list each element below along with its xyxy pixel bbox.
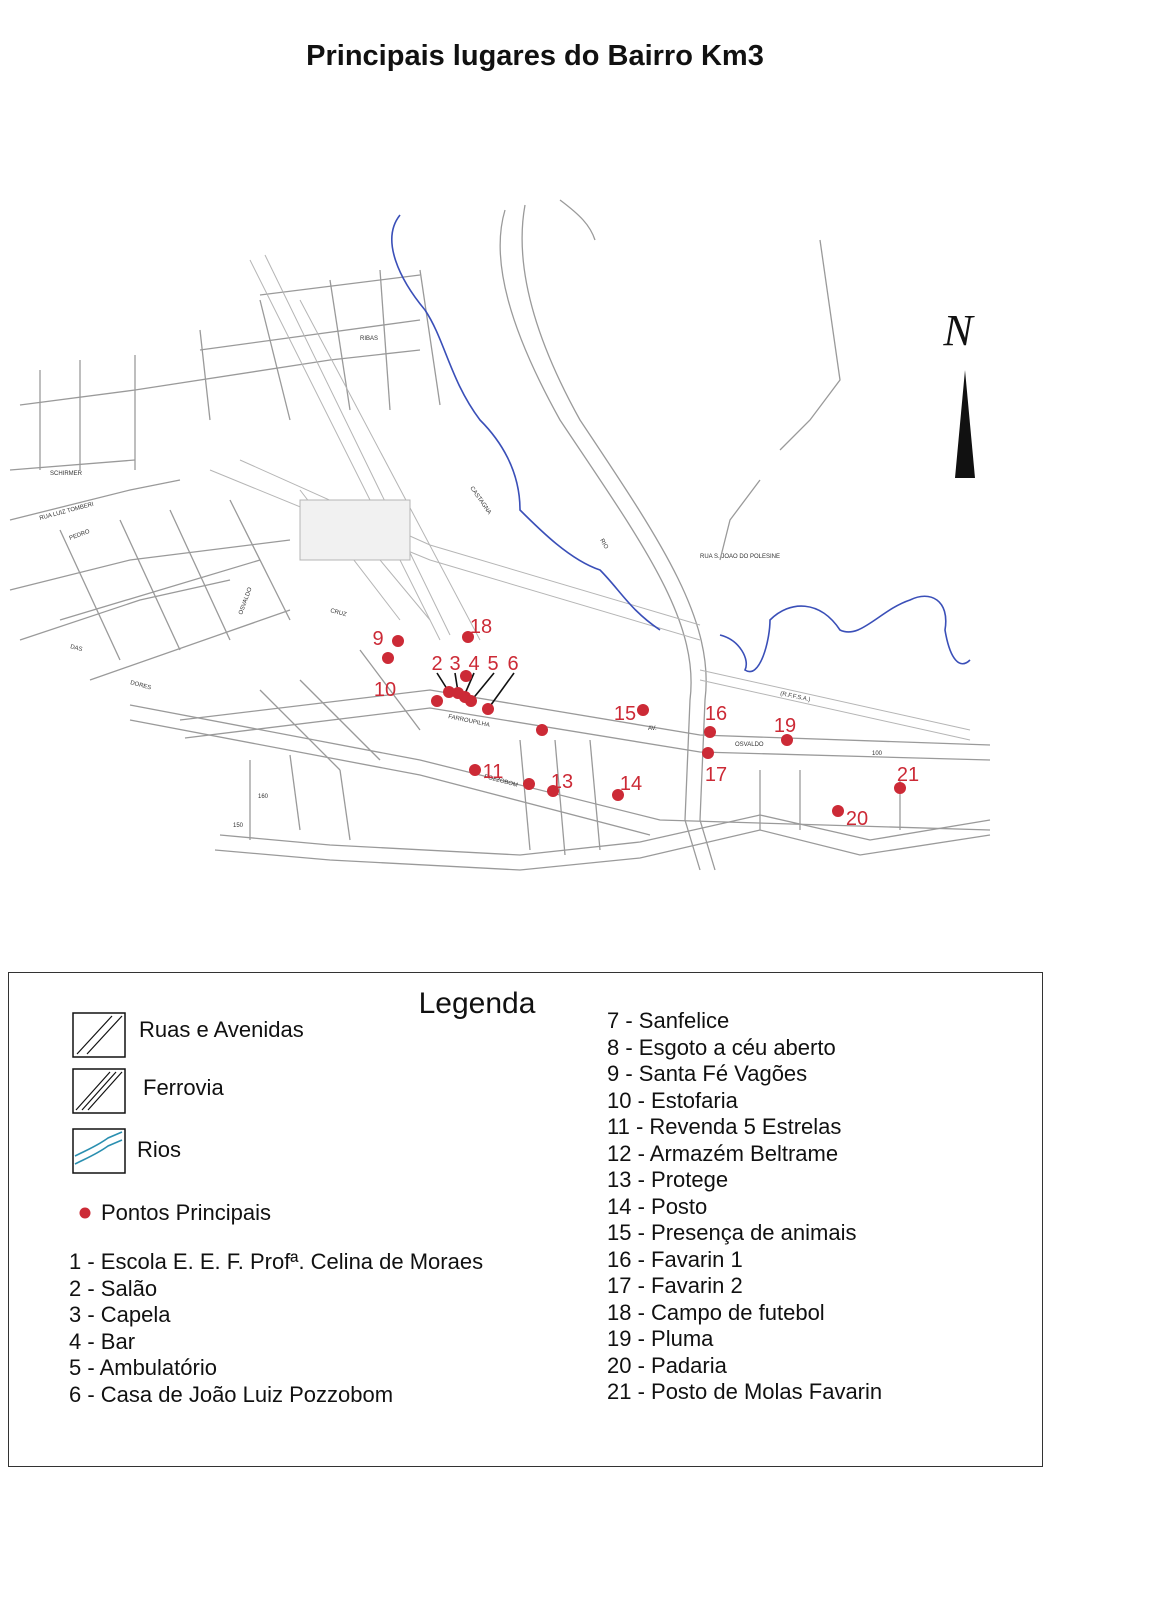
streets-symbol-icon — [72, 1012, 126, 1058]
point-label-13: 13 — [551, 771, 573, 793]
street-label-castagna: CASTAGNA — [468, 486, 492, 516]
legend-item: 20 - Padaria — [607, 1352, 727, 1378]
legend-item: 11 - Revenda 5 Estrelas — [607, 1114, 842, 1139]
legend-item: 10 - Estofaria — [607, 1087, 738, 1113]
street-label-osvaldo-w: OSVALDO — [238, 586, 254, 615]
legend-item: 16 - Favarin 1 — [607, 1246, 743, 1272]
point-label-10: 10 — [374, 679, 396, 701]
legend-label-ruas: Ruas e Avenidas — [139, 1017, 304, 1042]
point-label-14: 14 — [620, 773, 642, 795]
street-label-150: 150 — [233, 823, 244, 829]
point-label-19: 19 — [774, 715, 796, 737]
point-marker[interactable] — [523, 778, 535, 790]
legend-list-left: 1 - Escola E. E. F. Profª. Celina de Mor… — [69, 1249, 483, 1408]
street-labels: RIO CASTAGNA CRUZ OSVALDO OSVALDO AV. (R… — [39, 336, 883, 829]
neighborhood-map[interactable]: N RIO CASTAGNA CRUZ OSVALDO OSVALDO AV. … — [0, 190, 1155, 890]
street-label-160: 160 — [258, 794, 269, 800]
street-label-pedro: PEDRO — [69, 529, 91, 542]
point-label-6: 6 — [507, 653, 518, 675]
street-label-dores: DORES — [129, 680, 151, 691]
legend-item: 5 - Ambulatório — [69, 1355, 217, 1380]
street-label-cruz: CRUZ — [329, 608, 347, 618]
point-marker-17[interactable]: Favarin 2 — [702, 747, 714, 759]
point-marker-5[interactable]: Ambulatório — [465, 695, 477, 707]
legend-label-pontos: Pontos Principais — [101, 1200, 271, 1225]
legend-list-right: 7 - Sanfelice 8 - Esgoto a céu aberto 9 … — [607, 1008, 882, 1406]
street-label-ribas: RIBAS — [360, 336, 378, 342]
legend-item: 12 - Armazém Beltrame — [607, 1140, 839, 1166]
railway — [209, 254, 971, 741]
legend-item: 2 - Salão — [69, 1275, 158, 1301]
railway-symbol-icon — [72, 1068, 126, 1114]
street-label-osvaldo: OSVALDO — [735, 742, 764, 748]
point-marker-20[interactable]: Padaria — [832, 805, 844, 817]
point-label-2: 2 — [431, 653, 442, 675]
point-marker-11[interactable]: Revenda 5 Estrelas — [469, 764, 481, 776]
point-marker[interactable] — [392, 635, 404, 647]
point-label-18: 18 — [470, 616, 492, 638]
point-label-21: 21 — [897, 764, 919, 786]
legend-item: 19 - Pluma — [607, 1326, 714, 1351]
point-label-4: 4 — [468, 653, 479, 675]
legend-item: 14 - Posto — [607, 1193, 708, 1219]
legend-box: Legenda Ruas e Avenidas Ferrovia Rios Po… — [8, 972, 1043, 1467]
north-letter: N — [942, 306, 975, 355]
legend-item: 21 - Posto de Molas Favarin — [607, 1379, 883, 1404]
legend-label-rios: Rios — [137, 1137, 182, 1162]
river — [391, 214, 971, 673]
map-title: Principais lugares do Bairro Km3 — [306, 40, 764, 72]
legend-item: 18 - Campo de futebol — [607, 1299, 825, 1325]
point-marker-13[interactable]: Protege — [547, 785, 559, 797]
street-label-rio: RIO — [598, 538, 609, 551]
river-symbol-icon — [72, 1128, 126, 1174]
legend-item: 7 - Sanfelice — [607, 1008, 730, 1033]
point-marker-18[interactable]: Campo de futebol — [462, 631, 474, 643]
legend-item: 8 - Esgoto a céu aberto — [607, 1034, 836, 1060]
legend-item: 4 - Bar — [69, 1328, 136, 1354]
point-label-3: 3 — [449, 653, 460, 675]
point-label-5: 5 — [487, 653, 498, 675]
legend-item: 3 - Capela — [69, 1302, 171, 1327]
point-marker-6[interactable]: Casa de João Luiz Pozzobom — [482, 703, 494, 715]
point-marker-19[interactable]: Pluma — [781, 734, 793, 746]
legend-item: 6 - Casa de João Luiz Pozzobom — [69, 1381, 394, 1407]
street-label-s-joao: RUA S. JOAO DO POLESINE — [700, 554, 780, 560]
point-label-15: 15 — [614, 703, 636, 725]
point-marker[interactable] — [460, 670, 472, 682]
street-label-das: DAS — [69, 644, 82, 653]
point-marker[interactable] — [536, 724, 548, 736]
point-marker-21[interactable]: Posto de Molas Favarin — [894, 782, 906, 794]
point-label-11: 11 — [483, 761, 504, 783]
street-label-schirmer: SCHIRMER — [50, 471, 83, 477]
legend-item: 1 - Escola E. E. F. Profª. Celina de Mor… — [69, 1249, 484, 1274]
legend-label-ferrovia: Ferrovia — [143, 1075, 224, 1100]
point-marker-9[interactable]: Santa Fé Vagões — [382, 652, 394, 664]
point-marker-2[interactable]: Salão — [443, 686, 455, 698]
street-label-av: AV. — [648, 726, 657, 732]
point-label-20: 20 — [846, 808, 868, 830]
point-label-16: 16 — [705, 703, 727, 725]
point-marker-16[interactable]: Favarin 1 — [704, 726, 716, 738]
point-marker-14[interactable]: Posto — [612, 789, 624, 801]
point-label-17: 17 — [705, 764, 727, 786]
point-marker-10[interactable]: Estofaria — [431, 695, 443, 707]
legend-title: Legenda — [418, 987, 536, 1020]
point-label-9: 9 — [372, 628, 383, 650]
point-marker-15[interactable]: Presença de animais — [637, 704, 649, 716]
street-network — [9, 199, 991, 871]
street-label-100: 100 — [872, 751, 883, 757]
legend-item: 17 - Favarin 2 — [607, 1273, 743, 1298]
north-arrow: N — [942, 306, 975, 478]
legend-item: 13 - Protege — [607, 1167, 729, 1192]
point-symbol-icon — [79, 1207, 91, 1219]
legend-item: 9 - Santa Fé Vagões — [607, 1061, 808, 1086]
legend-item: 15 - Presença de animais — [607, 1220, 857, 1245]
street-label-luiz-tomberi: RUA LUIZ TOMBERI — [39, 502, 95, 522]
